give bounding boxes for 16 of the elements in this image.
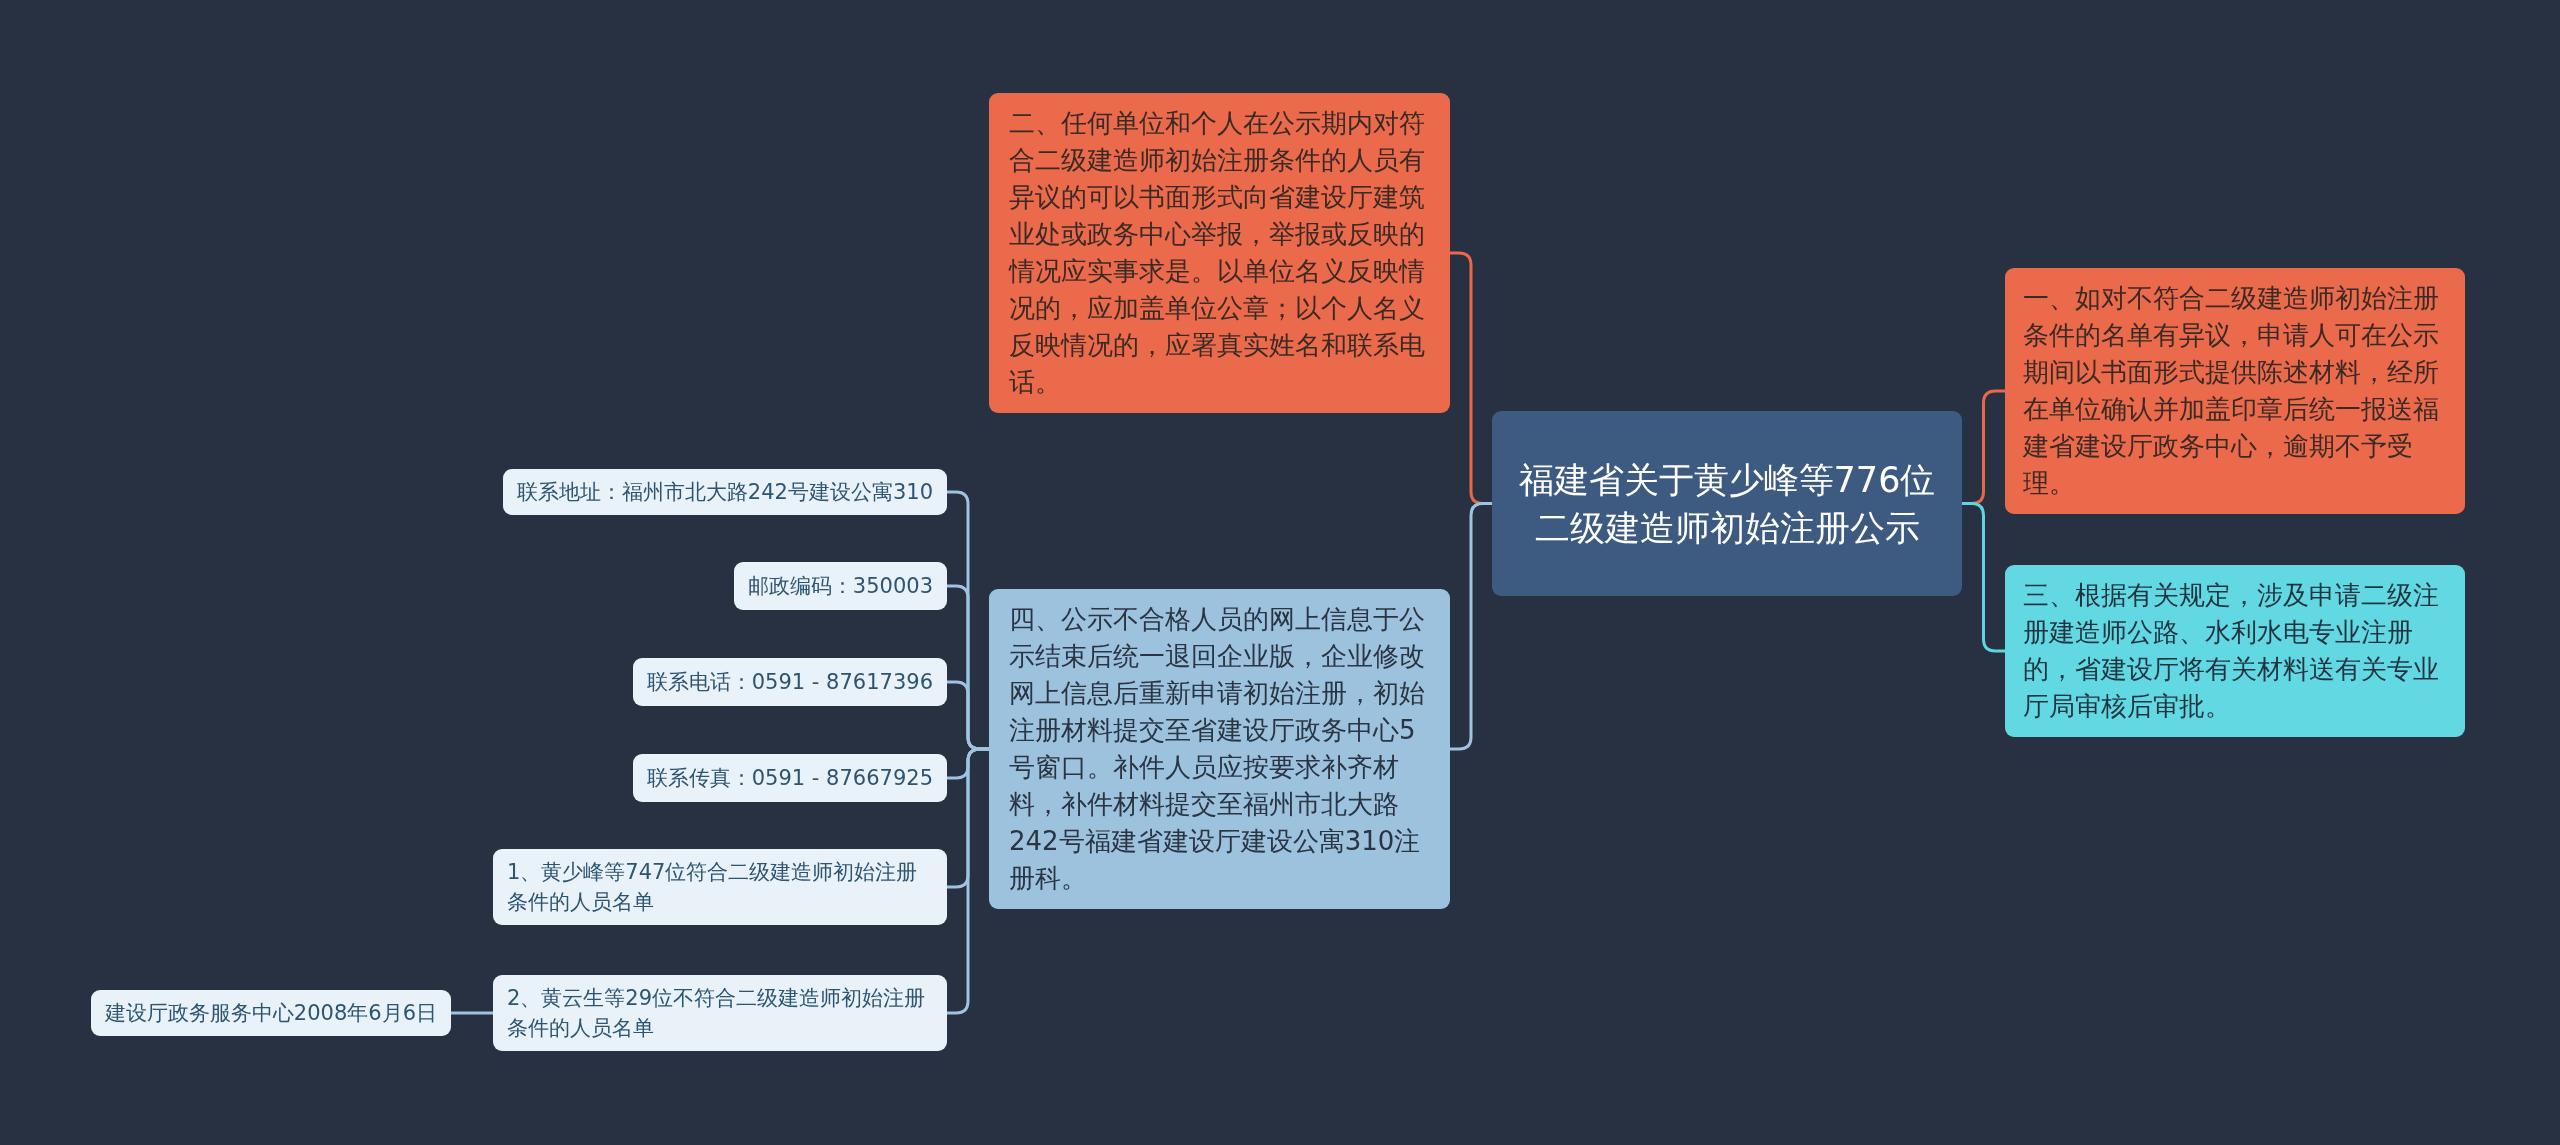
connector-line	[451, 1011, 493, 1015]
topic-box: 福建省关于黄少峰等776位二级建造师初始注册公示	[1492, 411, 1962, 596]
note-box: 二、任何单位和个人在公示期内对符合二级建造师初始注册条件的人员有异议的可以书面形式向省建设厅建筑业处或政务中心举报，举报或反映的情况应实事求是。以单位名义反映情况的，应加盖单位公章；以个人名义反映情况的，应署真实姓名和联系电话。	[989, 93, 1450, 413]
connector-line	[1962, 502, 2005, 653]
note-box: 联系地址：福州市北大路242号建设公寓310	[502, 469, 947, 515]
connector-line	[1450, 502, 1492, 751]
note-box: 一、如对不符合二级建造师初始注册条件的名单有异议，申请人可在公示期间以书面形式提供陈述材料，经所在单位确认并加盖印章后统一报送福建省建设厅政务中心，逾期不予受理。	[2005, 268, 2465, 514]
note-box: 三、根据有关规定，涉及申请二级注册建造师公路、水利水电专业注册的，省建设厅将有关材料送有关专业厅局审核后审批。	[2005, 565, 2465, 737]
connector-line	[947, 747, 989, 1015]
note-box: 四、公示不合格人员的网上信息于公示结束后统一退回企业版，企业修改网上信息后重新申请初始注册，初始注册材料提交至省建设厅政务中心5号窗口。补件人员应按要求补齐材料，补件材料提交至福州市北大路242号福建省建设厅建设公寓310注册科。	[989, 589, 1450, 909]
note-box: 建设厅政务服务中心2008年6月6日	[90, 990, 451, 1036]
note-box: 邮政编码：350003	[733, 562, 947, 610]
note-box: 1、黄少峰等747位符合二级建造师初始注册条件的人员名单	[493, 849, 947, 925]
note-box: 联系电话：0591 - 87617396	[632, 658, 947, 706]
note-box: 2、黄云生等29位不符合二级建造师初始注册条件的人员名单	[493, 975, 947, 1051]
note-box: 联系传真：0591 - 87667925	[632, 754, 947, 802]
